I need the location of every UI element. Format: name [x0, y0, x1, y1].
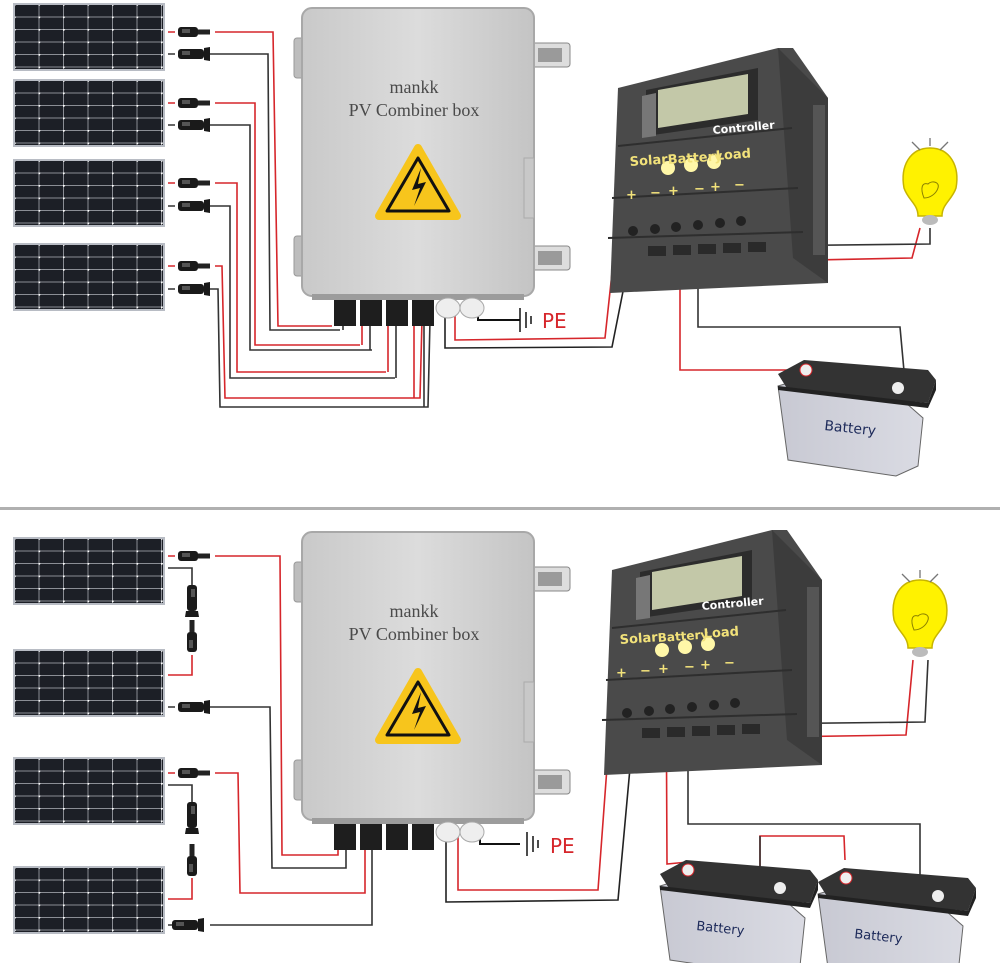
terminal-label-solar: Solar — [619, 630, 658, 648]
light-bulb-icon — [902, 137, 958, 226]
terminal-minus: − — [684, 660, 695, 675]
solar-panels — [13, 537, 165, 934]
battery: Battery — [817, 867, 977, 963]
mc4-connector-positive — [178, 261, 210, 271]
terminal-plus: + — [658, 662, 669, 677]
solar-panel — [13, 537, 165, 605]
combiner-box-title: PV Combiner box — [349, 624, 480, 644]
solar-panels — [13, 3, 165, 311]
battery-label: Battery — [824, 418, 877, 439]
terminal-plus: + — [700, 658, 711, 673]
mc4-connector-positive — [178, 98, 210, 108]
diagram-parallel: mankk PV Combiner box PE Controller Sola… — [13, 3, 958, 477]
mc4-connector-positive — [178, 27, 210, 37]
terminal-plus: + — [626, 188, 637, 203]
mc4-connector-positive — [178, 551, 210, 561]
mc4-connector-positive — [187, 844, 197, 876]
charge-controller: Controller Solar Battery Load + − + − + … — [607, 47, 829, 294]
mc4-connector-negative — [178, 118, 210, 132]
terminal-plus: + — [710, 180, 721, 195]
terminal-label-load: Load — [715, 147, 751, 164]
terminal-minus: − — [640, 664, 651, 679]
terminal-minus: − — [734, 178, 745, 193]
combiner-box-title: PV Combiner box — [349, 100, 480, 120]
solar-panel — [13, 3, 165, 71]
terminal-minus: − — [724, 656, 735, 671]
controller-label: Controller — [712, 119, 776, 137]
solar-panel — [13, 243, 165, 311]
battery-label: Battery — [696, 919, 746, 939]
mc4-connector-positive — [187, 620, 197, 652]
solar-panel — [13, 757, 165, 825]
combiner-box-brand: mankk — [390, 601, 439, 621]
terminal-label-load: Load — [703, 625, 739, 642]
combiner-box: mankk PV Combiner box — [294, 8, 570, 326]
ground-symbol: PE — [519, 308, 567, 333]
ground-label: PE — [550, 834, 575, 858]
ground-label: PE — [542, 309, 567, 333]
mc4-connector-positive — [178, 768, 210, 778]
section-divider — [0, 507, 1000, 510]
ground-symbol: PE — [526, 832, 575, 858]
combiner-box-brand: mankk — [390, 77, 439, 97]
combiner-box: mankk PV Combiner box — [294, 532, 570, 850]
diagram-series-parallel: mankk PV Combiner box PE Controller Sola… — [13, 529, 977, 963]
light-bulb-icon — [892, 569, 948, 658]
terminal-minus: − — [694, 182, 705, 197]
battery: Battery — [777, 359, 937, 477]
mc4-connector-negative — [178, 199, 210, 213]
combiner-box-enclosure — [294, 532, 570, 850]
solar-panel — [13, 79, 165, 147]
terminal-minus: − — [650, 186, 661, 201]
mc4-connector-negative — [178, 700, 210, 714]
terminal-label-solar: Solar — [629, 152, 668, 170]
mc4-connector-negative — [178, 47, 210, 61]
charge-controller: Controller Solar Battery Load + − + − + … — [601, 529, 823, 776]
mc4-connector-negative — [172, 918, 204, 932]
mc4-connector-negative — [185, 585, 199, 617]
terminal-plus: + — [668, 184, 679, 199]
terminal-plus: + — [616, 666, 627, 681]
mc4-connector-positive — [178, 178, 210, 188]
battery-label: Battery — [854, 927, 904, 947]
terminal-label-battery: Battery — [657, 627, 709, 645]
solar-panel — [13, 866, 165, 934]
mc4-connectors — [178, 27, 210, 296]
terminal-label-battery: Battery — [667, 149, 723, 168]
solar-panel — [13, 649, 165, 717]
battery: Battery — [659, 859, 819, 963]
controller-label: Controller — [701, 595, 765, 613]
charge-controller-body — [607, 47, 829, 294]
solar-panel — [13, 159, 165, 227]
mc4-connector-negative — [185, 802, 199, 834]
mc4-connector-negative — [178, 282, 210, 296]
charge-controller-body — [601, 529, 823, 776]
combiner-box-enclosure — [294, 8, 570, 326]
mc4-connectors — [172, 551, 210, 932]
